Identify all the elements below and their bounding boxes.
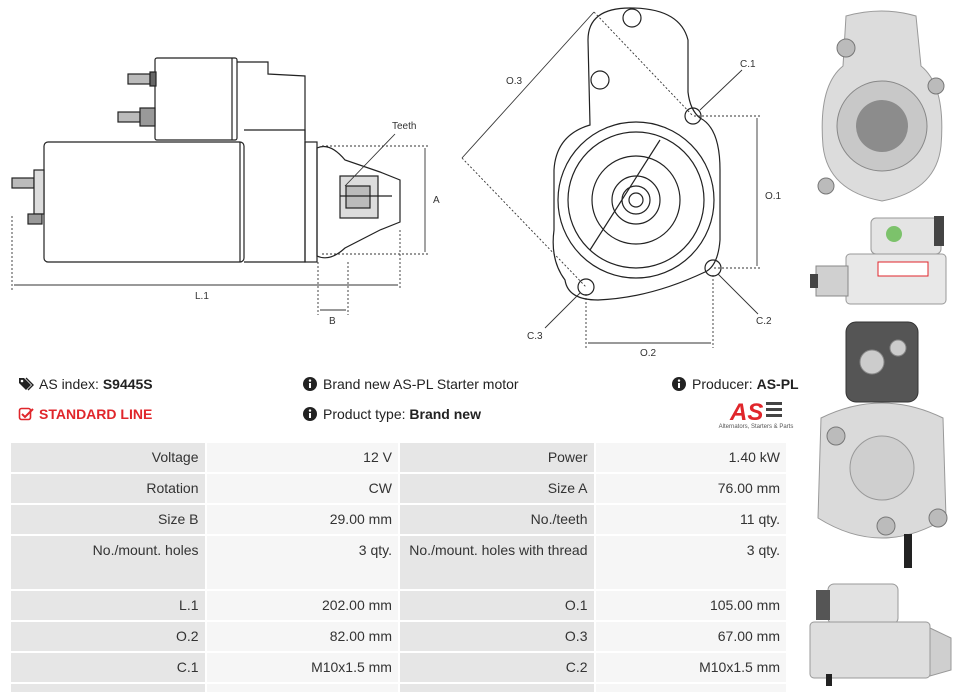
spec-label: O.3 bbox=[397, 620, 596, 653]
spec-value: M10x1.5 mm bbox=[204, 651, 400, 684]
logo-subtitle: Alternators, Starters & Parts bbox=[718, 424, 794, 430]
spec-value: 11 qty. bbox=[593, 503, 788, 536]
spec-value: M10x1.5 mm bbox=[204, 682, 400, 692]
logo-text: AS bbox=[729, 399, 763, 424]
spec-label: Size A bbox=[397, 472, 596, 505]
spec-label: O.2 bbox=[9, 620, 207, 653]
photo-side-label bbox=[810, 216, 947, 305]
table-row: No./mount. holes 3 qty. No./mount. holes… bbox=[9, 534, 788, 591]
as-index-value: S9445S bbox=[102, 376, 153, 392]
label-teeth: Teeth bbox=[392, 121, 416, 132]
label-o3: O.3 bbox=[506, 76, 523, 87]
as-index-label: AS index: bbox=[39, 376, 99, 392]
side-dimensions bbox=[11, 133, 430, 315]
label-o2: O.2 bbox=[640, 348, 657, 359]
spec-label: C.1 bbox=[9, 651, 207, 684]
spec-value: 12 V bbox=[204, 441, 400, 474]
front-dimensions bbox=[461, 11, 762, 348]
info-icon bbox=[303, 407, 317, 421]
spec-label: C.2 bbox=[397, 651, 596, 684]
product-info: AS index: S9445S Brand new AS-PL Starter… bbox=[0, 370, 800, 440]
spec-value: 202.00 mm bbox=[204, 589, 400, 622]
front-view bbox=[552, 7, 722, 301]
label-l1: L.1 bbox=[195, 291, 209, 302]
specs-table: Voltage 12 V Power 1.40 kW Rotation CW S… bbox=[9, 441, 788, 692]
spec-value: 76.00 mm bbox=[593, 472, 788, 505]
info-icon bbox=[672, 377, 686, 391]
spec-label: L.1 bbox=[9, 589, 207, 622]
as-pl-logo: AS Alternators, Starters & Parts bbox=[716, 398, 796, 432]
spec-value: CW bbox=[204, 472, 400, 505]
description-text: Brand new AS-PL Starter motor bbox=[323, 376, 519, 392]
side-view bbox=[11, 57, 401, 263]
product-type-label: Product type: bbox=[323, 406, 406, 422]
table-row: Size B 29.00 mm No./teeth 11 qty. bbox=[9, 503, 788, 536]
spec-value: 29.00 mm bbox=[204, 503, 400, 536]
spec-label: O.1 bbox=[397, 589, 596, 622]
spec-label: No./mount. holes bbox=[9, 534, 207, 591]
label-b: B bbox=[329, 316, 336, 327]
description: Brand new AS-PL Starter motor bbox=[302, 376, 519, 392]
spec-value: 1.40 kW bbox=[593, 441, 788, 474]
spec-label: C.3 bbox=[9, 682, 207, 692]
photo-front-flange bbox=[817, 10, 945, 202]
label-o1: O.1 bbox=[765, 191, 782, 202]
spec-value: 105.00 mm bbox=[593, 589, 788, 622]
info-icon bbox=[303, 377, 317, 391]
technical-drawing: Teeth A L.1 B bbox=[0, 0, 800, 370]
spec-value: M10x1.5 mm bbox=[593, 651, 788, 684]
standard-line-badge: STANDARD LINE bbox=[18, 406, 152, 422]
producer-value: AS-PL bbox=[756, 376, 799, 392]
as-pl-logo-mark: AS bbox=[729, 399, 782, 426]
tags-icon bbox=[19, 377, 34, 391]
spec-label: No./teeth bbox=[397, 503, 596, 536]
spec-label: Size B bbox=[9, 503, 207, 536]
product-type: Product type: Brand new bbox=[302, 406, 481, 422]
producer-label: Producer: bbox=[692, 376, 753, 392]
label-a: A bbox=[433, 195, 440, 206]
starter-motor-drawing: Teeth A L.1 B bbox=[11, 7, 782, 359]
spec-value: 82.00 mm bbox=[204, 620, 400, 653]
product-photos bbox=[806, 0, 963, 692]
photo-rear-solenoid bbox=[817, 321, 948, 568]
product-type-value: Brand new bbox=[409, 406, 481, 422]
table-row: L.1 202.00 mm O.1 105.00 mm bbox=[9, 589, 788, 622]
table-row: Rotation CW Size A 76.00 mm bbox=[9, 472, 788, 505]
standard-line-text: STANDARD LINE bbox=[39, 406, 153, 422]
table-row: Voltage 12 V Power 1.40 kW bbox=[9, 441, 788, 474]
table-row: C.3 M10x1.5 mm bbox=[9, 682, 788, 692]
spec-value: 67.00 mm bbox=[593, 620, 788, 653]
spec-label: Rotation bbox=[9, 472, 207, 505]
label-c3: C.3 bbox=[527, 331, 543, 342]
photo-side-top bbox=[809, 583, 952, 686]
table-row: C.1 M10x1.5 mm C.2 M10x1.5 mm bbox=[9, 651, 788, 684]
spec-label bbox=[397, 682, 596, 692]
spec-value bbox=[593, 682, 788, 692]
check-square-icon bbox=[18, 407, 34, 421]
producer: Producer: AS-PL bbox=[671, 376, 799, 392]
label-c1: C.1 bbox=[740, 59, 756, 70]
spec-label: Power bbox=[397, 441, 596, 474]
spec-label: No./mount. holes with thread bbox=[397, 534, 596, 591]
spec-value: 3 qty. bbox=[593, 534, 788, 591]
table-row: O.2 82.00 mm O.3 67.00 mm bbox=[9, 620, 788, 653]
as-index: AS index: S9445S bbox=[18, 376, 153, 392]
spec-label: Voltage bbox=[9, 441, 207, 474]
label-c2: C.2 bbox=[756, 316, 772, 327]
spec-value: 3 qty. bbox=[204, 534, 400, 591]
